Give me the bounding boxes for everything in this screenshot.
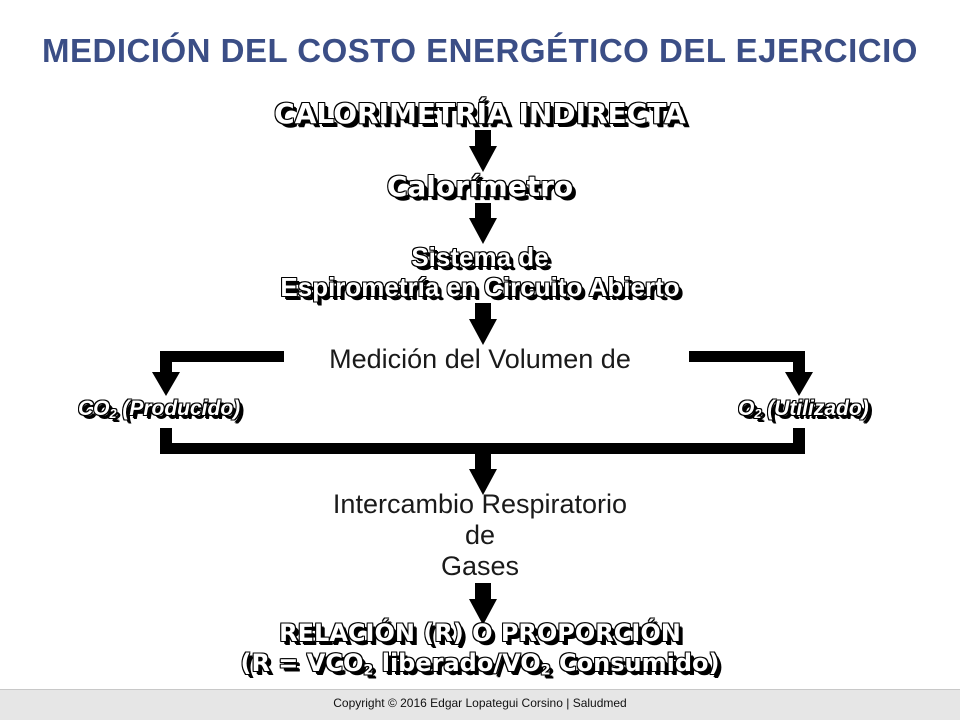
arrow-shaft-4	[475, 453, 491, 473]
bracket-left-down	[160, 351, 172, 377]
step-intercambio-respiratorio: Intercambio Respiratorio de Gases	[0, 489, 960, 582]
bracket-bottom	[160, 443, 805, 454]
result-part2: liberado/VO	[373, 649, 541, 677]
result-line2: (R = VCO2 liberado/VO2 Consumido)	[0, 648, 960, 686]
step-calorimetro: Calorímetro	[386, 170, 574, 203]
branch-o2-utilizado: O2 (Utilizado)	[738, 397, 869, 421]
step-calorimetria-indirecta: CALORIMETRÍA INDIRECTA	[274, 97, 686, 130]
result-line1: RELACIÓN (R) O PROPORCIÓN	[279, 619, 681, 647]
bracket-right-down	[793, 351, 805, 377]
step-intercambio-line3: Gases	[440, 551, 520, 581]
branch-co2-suffix: (Producido)	[116, 397, 241, 420]
step-sistema-line2: Espirometría en Circuito Abierto	[280, 272, 680, 302]
step-intercambio-line2: de	[464, 520, 496, 550]
bracket-top-left	[160, 351, 284, 362]
step-intercambio-line1: Intercambio Respiratorio	[332, 489, 628, 519]
branch-co2-sub: 2	[109, 407, 117, 422]
footer-copyright: Copyright © 2016 Edgar Lopategui Corsino…	[0, 689, 960, 720]
step-sistema-espirometria: Sistema de Espirometría en Circuito Abie…	[0, 242, 960, 302]
arrow-shaft-5	[475, 583, 491, 603]
arrow-shaft-1	[475, 130, 491, 150]
branch-o2-sub: 2	[754, 407, 762, 422]
branch-o2-suffix: (Utilizado)	[761, 397, 869, 420]
branch-co2-prefix: CO	[78, 397, 110, 420]
step-sistema-line1: Sistema de	[411, 242, 549, 272]
arrow-head-right	[785, 372, 813, 396]
arrow-head-2	[469, 218, 497, 244]
arrow-head-4	[469, 469, 497, 495]
arrow-shaft-3	[475, 303, 491, 323]
branch-co2-producido: CO2 (Producido)	[78, 397, 240, 421]
arrow-head-3	[469, 319, 497, 345]
result-part1: (R = VCO	[240, 649, 364, 677]
page-title: MEDICIÓN DEL COSTO ENERGÉTICO DEL EJERCI…	[42, 32, 918, 69]
step-medicion-volumen: Medición del Volumen de	[329, 344, 631, 374]
result-sub1: 2	[363, 662, 374, 679]
result-part3: Consumido)	[550, 649, 720, 677]
arrow-shaft-2	[475, 203, 491, 222]
branch-o2-prefix: O	[738, 397, 755, 420]
arrow-head-5	[469, 599, 497, 625]
result-sub2: 2	[540, 662, 551, 679]
arrow-head-1	[469, 146, 497, 172]
bracket-top-right	[689, 351, 805, 362]
result-relacion-r: RELACIÓN (R) O PROPORCIÓN (R = VCO2 libe…	[0, 618, 960, 686]
arrow-head-left	[152, 372, 180, 396]
